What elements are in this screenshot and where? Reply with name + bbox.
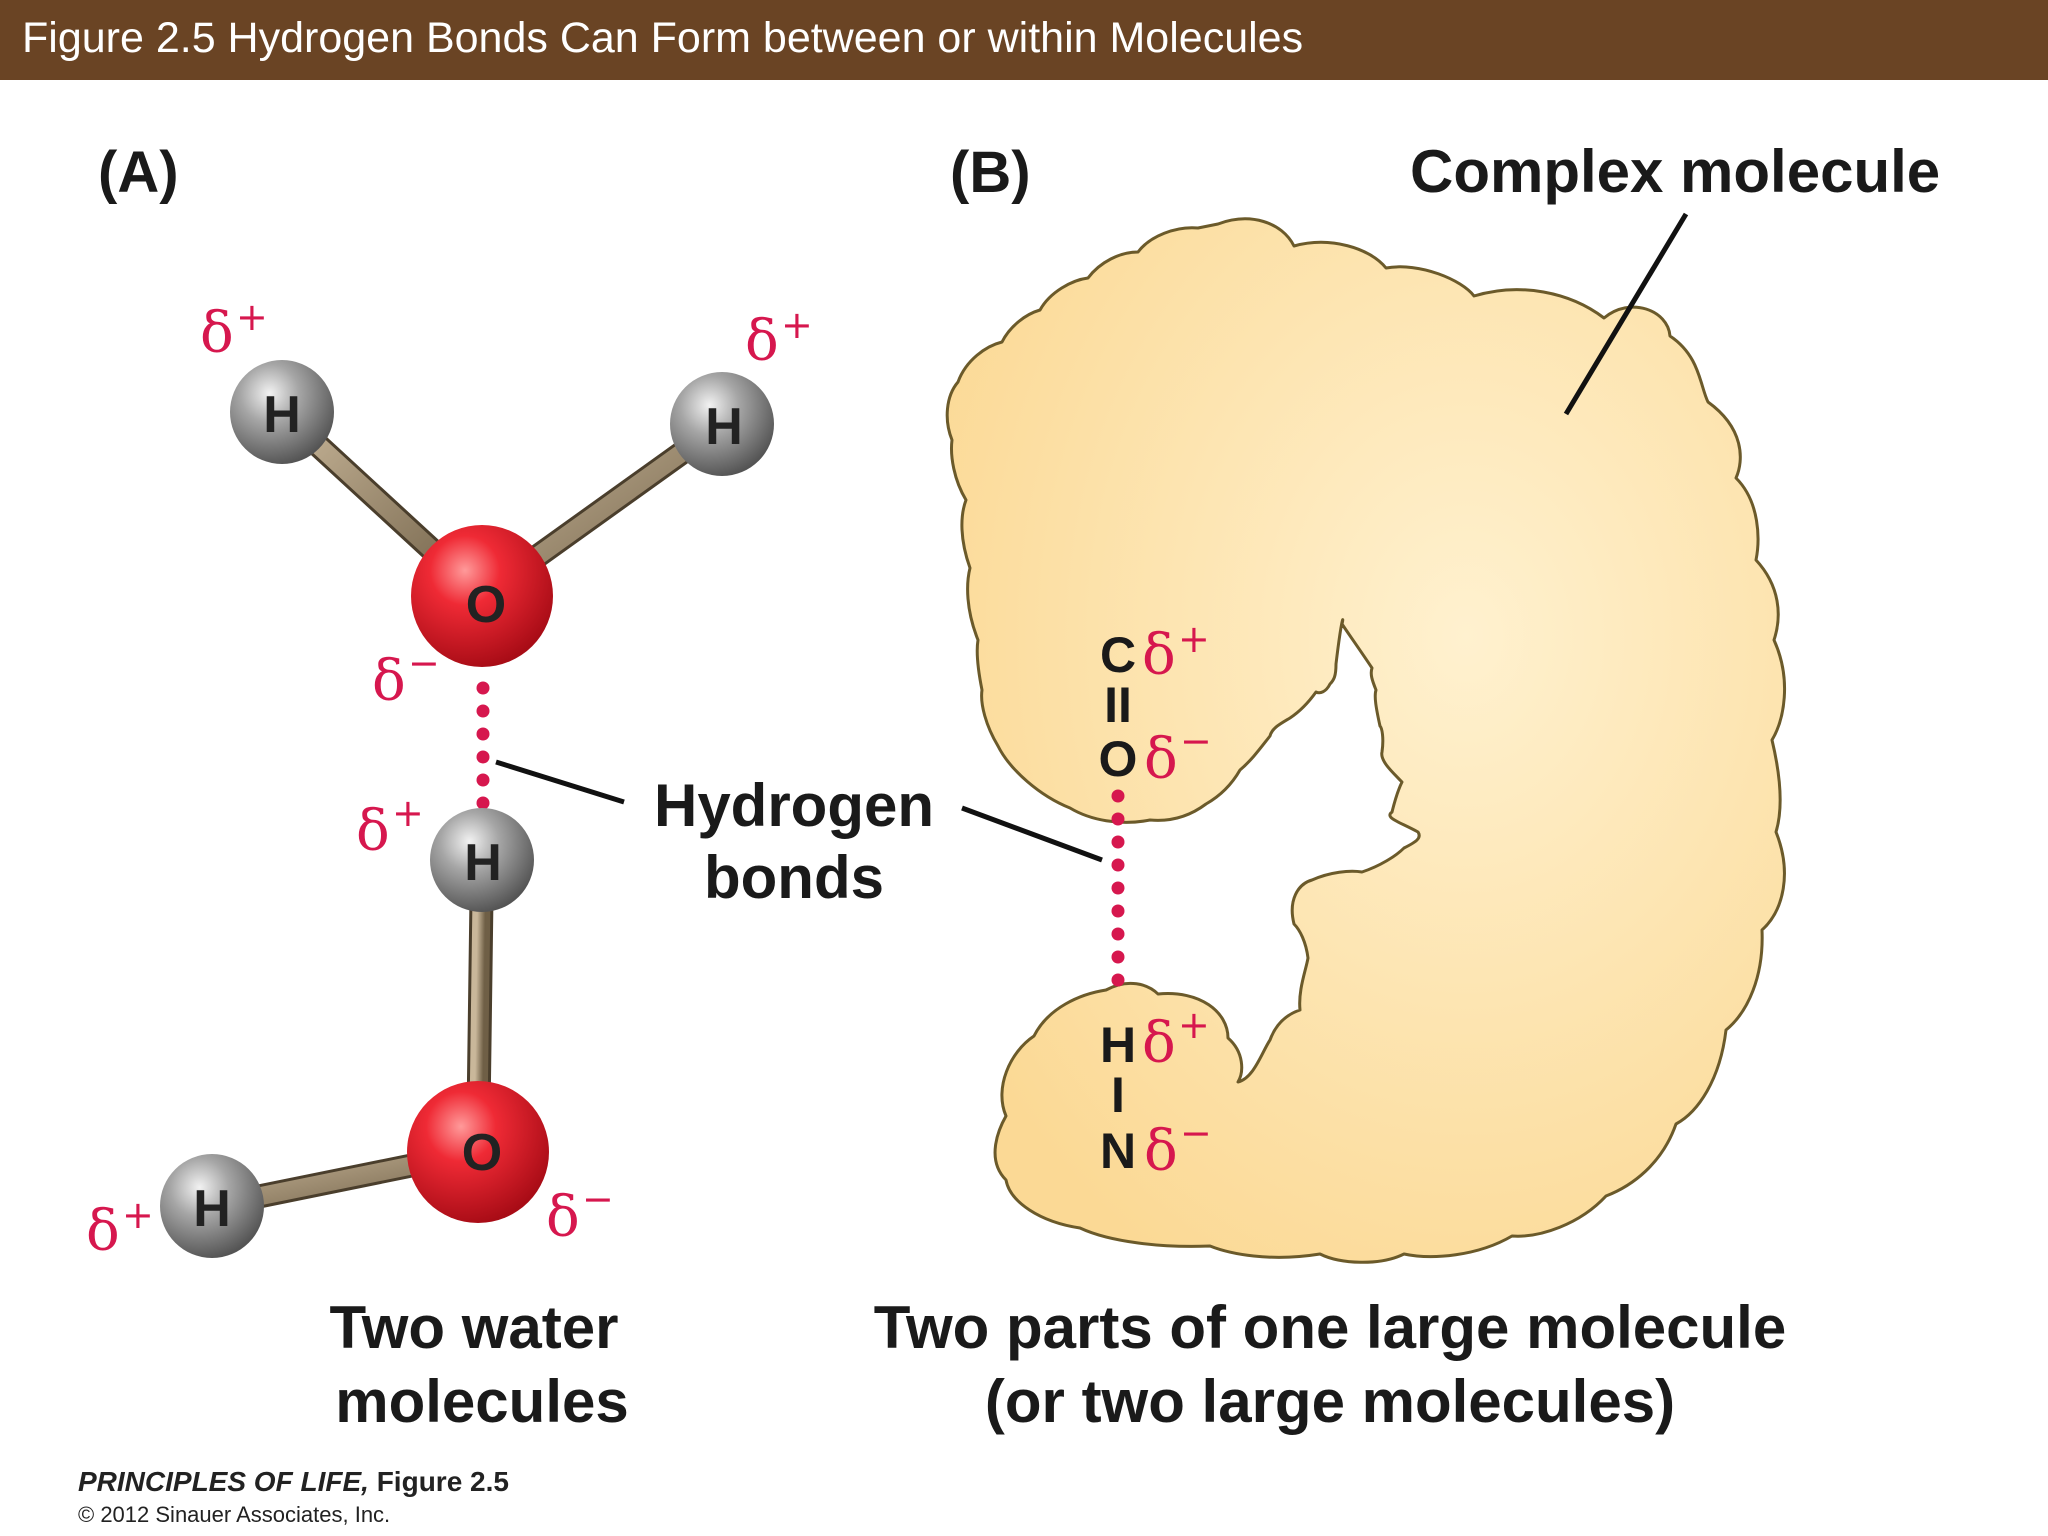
svg-text:+: + bbox=[781, 303, 813, 347]
hbond-dot bbox=[1111, 881, 1125, 895]
svg-text:H: H bbox=[193, 1180, 231, 1238]
credit-book-title: PRINCIPLES OF LIFE, bbox=[78, 1466, 369, 1497]
svg-text:H: H bbox=[263, 386, 301, 444]
hbond-dot bbox=[476, 727, 490, 741]
panel-b-label: (B) bbox=[950, 140, 1031, 205]
figure-title: Figure 2.5 Hydrogen Bonds Can Form betwe… bbox=[22, 14, 1304, 62]
svg-text:+: + bbox=[392, 791, 424, 835]
hbond-dot bbox=[1111, 789, 1125, 803]
complex-molecule-shape bbox=[945, 217, 1786, 1264]
leader-line-a bbox=[495, 759, 625, 805]
atom-h-middle: H bbox=[430, 808, 534, 912]
hbond-dot bbox=[1111, 835, 1125, 849]
charge-h-bottom-left: δ + bbox=[86, 1193, 154, 1264]
svg-text:δ: δ bbox=[546, 1185, 580, 1250]
credit-figure-number: Figure 2.5 bbox=[368, 1466, 509, 1497]
atom-o-top: O bbox=[411, 525, 553, 667]
figure-credit: PRINCIPLES OF LIFE, Figure 2.5 © 2012 Si… bbox=[78, 1466, 509, 1528]
svg-text:δ: δ bbox=[745, 309, 779, 374]
hbond-dot bbox=[476, 773, 490, 787]
svg-text:C: C bbox=[1100, 627, 1136, 683]
svg-text:H: H bbox=[705, 398, 743, 456]
svg-text:+: + bbox=[1178, 1003, 1210, 1047]
hydrogen-bonds-label-line1: Hydrogen bbox=[654, 772, 934, 839]
hbond-dot bbox=[1111, 812, 1125, 826]
charge-h-top-right: δ + bbox=[745, 303, 813, 374]
svg-text:II: II bbox=[1104, 677, 1132, 733]
hbond-dot bbox=[1111, 950, 1125, 964]
svg-text:δ: δ bbox=[86, 1199, 120, 1264]
atom-h-top-right: H bbox=[670, 372, 774, 476]
charge-o-top: δ − bbox=[372, 641, 440, 714]
svg-text:δ: δ bbox=[200, 301, 234, 366]
svg-text:−: − bbox=[1180, 719, 1212, 763]
svg-text:δ: δ bbox=[356, 799, 390, 864]
svg-text:δ: δ bbox=[1144, 1119, 1178, 1184]
panel-a-caption-line1: Two water bbox=[330, 1294, 619, 1361]
svg-text:−: − bbox=[1180, 1111, 1212, 1155]
hbond-dot bbox=[1111, 858, 1125, 872]
hbond-dot bbox=[1111, 973, 1125, 987]
panel-a-caption-line2: molecules bbox=[335, 1368, 628, 1435]
atom-h-top-left: H bbox=[230, 360, 334, 464]
charge-h-top-left: δ + bbox=[200, 295, 268, 366]
hbond-dot bbox=[1111, 904, 1125, 918]
credit-copyright: © 2012 Sinauer Associates, Inc. bbox=[78, 1502, 391, 1527]
charge-h-middle: δ + bbox=[356, 791, 424, 864]
hbond-dot bbox=[476, 681, 490, 695]
svg-text:+: + bbox=[122, 1193, 154, 1237]
panel-b-caption-line2: (or two large molecules) bbox=[985, 1368, 1675, 1435]
svg-text:−: − bbox=[582, 1177, 614, 1221]
complex-molecule-leader bbox=[1563, 212, 1689, 416]
svg-text:−: − bbox=[408, 641, 440, 685]
hydrogen-bonds-label-line2: bonds bbox=[704, 844, 884, 911]
svg-text:+: + bbox=[1178, 617, 1210, 661]
svg-text:N: N bbox=[1100, 1123, 1136, 1179]
complex-molecule-label: Complex molecule bbox=[1410, 138, 1940, 205]
header-bar: Figure 2.5 Hydrogen Bonds Can Form betwe… bbox=[0, 0, 2048, 80]
atom-o-bottom: O bbox=[407, 1081, 549, 1223]
svg-text:δ: δ bbox=[1142, 1011, 1176, 1076]
hbond-dot bbox=[476, 750, 490, 764]
svg-text:H: H bbox=[1100, 1017, 1136, 1073]
panel-a-label: (A) bbox=[98, 140, 179, 205]
svg-text:δ: δ bbox=[1142, 623, 1176, 688]
svg-text:δ: δ bbox=[1144, 727, 1178, 792]
hydrogen-bond-dots-a bbox=[476, 681, 490, 810]
svg-text:+: + bbox=[236, 295, 268, 339]
amine-group: H I N δ + δ − bbox=[1100, 1003, 1212, 1184]
svg-text:H: H bbox=[464, 834, 502, 892]
svg-text:O: O bbox=[1099, 731, 1138, 787]
svg-text:O: O bbox=[462, 1124, 502, 1182]
hbond-dot bbox=[476, 704, 490, 718]
charge-o-bottom: δ − bbox=[546, 1177, 614, 1250]
panel-b-caption-line1: Two parts of one large molecule bbox=[874, 1294, 1786, 1361]
svg-text:δ: δ bbox=[372, 649, 406, 714]
hbond-dot bbox=[1111, 927, 1125, 941]
svg-text:I: I bbox=[1111, 1067, 1125, 1123]
carbonyl-group: C II O δ + δ − bbox=[1099, 617, 1212, 792]
leader-line-b bbox=[961, 805, 1103, 863]
hbond-dot bbox=[476, 796, 490, 810]
atom-h-bottom-left: H bbox=[160, 1154, 264, 1258]
hydrogen-bond-dots-b bbox=[1111, 789, 1125, 987]
svg-text:O: O bbox=[466, 576, 506, 634]
